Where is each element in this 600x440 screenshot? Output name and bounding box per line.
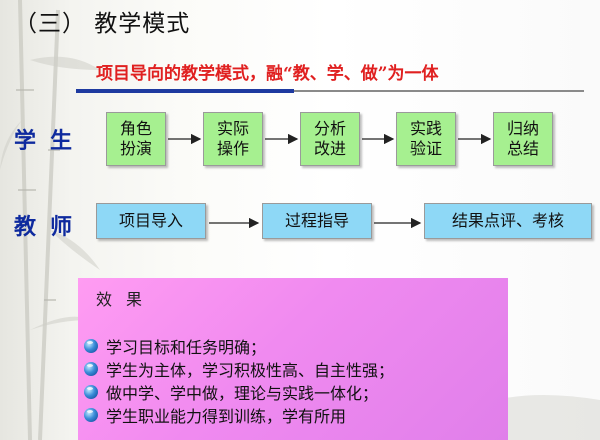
effect-title: 效果 xyxy=(96,290,157,309)
bullet-icon xyxy=(84,361,98,376)
list-item: 学习目标和任务明确； xyxy=(78,334,394,357)
teacher-step-label: 过程指导 xyxy=(284,211,349,230)
bullet-icon xyxy=(84,338,98,353)
subtitle-band: 项目导向的教学模式，融“教、学、做”为一体 xyxy=(76,56,584,93)
effect-text: 做中学、学中做，理论与实践一体化； xyxy=(106,383,379,403)
bullet-icon xyxy=(84,407,98,422)
teacher-step-1: 项目导入 xyxy=(96,203,206,239)
student-step-label: 归纳 总结 xyxy=(506,119,539,158)
effect-panel: 效果 学习目标和任务明确； 学生为主体，学习积极性高、自主性强； 做中学、学中做… xyxy=(78,278,508,440)
slide-title: （三） 教学模式 xyxy=(14,11,191,37)
student-step-1: 角色 扮演 xyxy=(106,112,166,166)
teacher-step-label: 结果点评、考核 xyxy=(451,211,564,230)
effect-list: 学习目标和任务明确； 学生为主体，学习积极性高、自主性强； 做中学、学中做，理论… xyxy=(78,334,394,426)
bullet-icon xyxy=(84,384,98,399)
list-item: 学生职业能力得到训练，学有所用 xyxy=(78,403,394,426)
student-step-label: 实际 操作 xyxy=(216,119,249,158)
teacher-row-label: 教师 xyxy=(14,214,87,240)
student-step-label: 角色 扮演 xyxy=(119,119,152,158)
teacher-step-label: 项目导入 xyxy=(118,211,183,230)
effect-text: 学生为主体，学习积极性高、自主性强； xyxy=(106,360,395,380)
list-item: 做中学、学中做，理论与实践一体化； xyxy=(78,380,394,403)
student-step-4: 实践 验证 xyxy=(396,112,456,166)
student-step-2: 实际 操作 xyxy=(203,112,263,166)
subtitle-accent-line xyxy=(76,89,294,93)
subtitle-divider-line xyxy=(294,90,584,92)
list-item: 学生为主体，学习积极性高、自主性强； xyxy=(78,357,394,380)
student-step-label: 实践 验证 xyxy=(409,119,442,158)
effect-text: 学习目标和任务明确； xyxy=(106,337,267,357)
student-row-label: 学生 xyxy=(14,128,87,154)
teacher-step-3: 结果点评、考核 xyxy=(424,203,592,239)
student-step-label: 分析 改进 xyxy=(313,119,346,158)
student-step-5: 归纳 总结 xyxy=(493,112,553,166)
effect-text: 学生职业能力得到训练，学有所用 xyxy=(106,406,347,426)
student-step-3: 分析 改进 xyxy=(300,112,360,166)
teacher-step-2: 过程指导 xyxy=(262,203,372,239)
subtitle: 项目导向的教学模式，融“教、学、做”为一体 xyxy=(96,64,439,84)
